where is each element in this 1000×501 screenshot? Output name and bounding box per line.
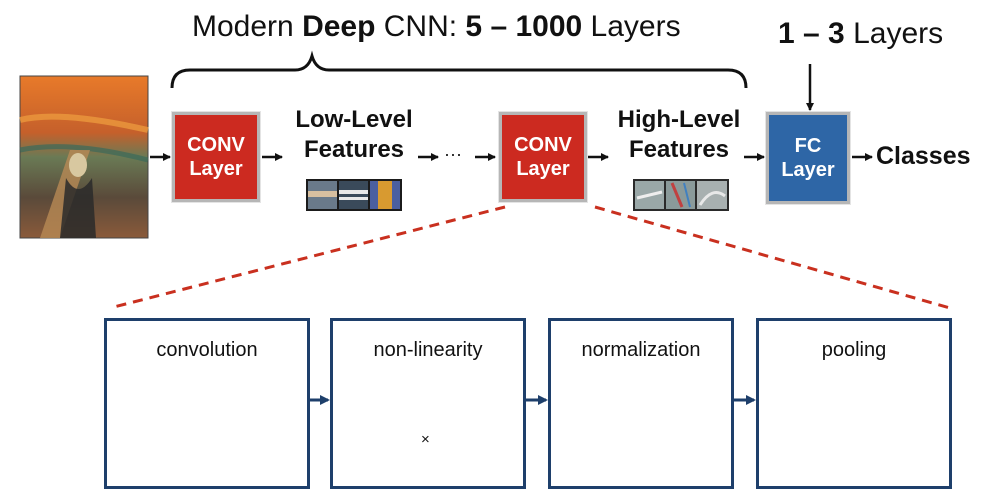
title-mid: CNN:: [375, 10, 466, 43]
low-level-line1: Low-Level: [295, 106, 413, 133]
op-label-nonlinearity: non-linearity: [373, 339, 483, 361]
ellipsis: ···: [444, 144, 462, 164]
conv-layer-1: CONV Layer: [172, 112, 260, 202]
input-image: [19, 75, 149, 239]
conv-layer-2-line2: Layer: [516, 158, 570, 180]
conv-layer-1-line2: Layer: [189, 158, 243, 180]
conv-layer-1-line1: CONV: [187, 134, 245, 156]
high-level-line1: High-Level: [617, 106, 741, 133]
layer-brace: [170, 50, 748, 89]
title-prefix: Modern: [192, 10, 303, 43]
high-level-feature-thumbnails: [633, 179, 729, 211]
title-bold: Deep: [302, 10, 376, 43]
op-label-normalization: normalization: [581, 339, 701, 361]
diagram-title: Modern Deep CNN: 5 – 1000 Layers: [192, 10, 681, 44]
fc-layer-suffix: Layers: [844, 17, 944, 50]
title-suffix: Layers: [582, 10, 681, 43]
zoom-line-left: [109, 205, 506, 310]
zoom-line-right: [594, 205, 951, 310]
op-box-nonlinearity: non-linearity ×: [330, 318, 526, 489]
op-box-convolution: convolution: [104, 318, 310, 489]
fc-layer: FC Layer: [766, 112, 850, 204]
high-level-line2: Features: [628, 136, 730, 163]
op-label-pooling: pooling: [821, 339, 887, 361]
op-label-convolution: convolution: [156, 339, 258, 361]
low-level-line2: Features: [303, 136, 405, 163]
classes-label: Classes: [876, 142, 971, 170]
fc-layer-count: 1 – 3 Layers: [778, 17, 943, 51]
conv-layer-2-line1: CONV: [514, 134, 572, 156]
conv-layer-2: CONV Layer: [499, 112, 587, 202]
low-level-features-label: Low-Level Features: [284, 105, 424, 165]
high-level-features-label: High-Level Features: [609, 105, 749, 165]
title-layer-range: 5 – 1000: [465, 10, 583, 43]
low-level-feature-thumbnails: [306, 179, 402, 211]
multiply-symbol: ×: [421, 431, 430, 448]
fc-layer-line1: FC: [794, 135, 822, 157]
op-box-normalization: normalization: [548, 318, 734, 489]
op-box-pooling: pooling: [756, 318, 952, 489]
fc-layer-line2: Layer: [781, 159, 835, 181]
fc-layer-range: 1 – 3: [778, 17, 845, 50]
